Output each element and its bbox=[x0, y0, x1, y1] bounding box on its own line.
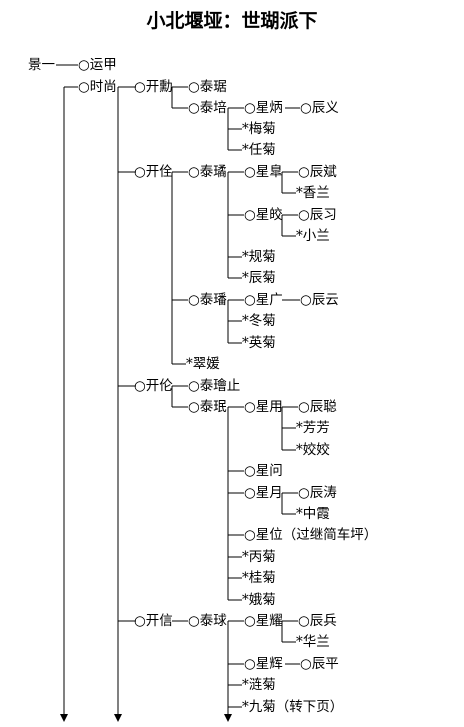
node-xianglan: *香兰 bbox=[296, 185, 330, 201]
node-xingwen: ○星问 bbox=[244, 463, 283, 479]
node-chentao: ○辰涛 bbox=[298, 485, 337, 501]
node-taizeng: ○泰璯止 bbox=[188, 378, 241, 394]
node-eju: *娥菊 bbox=[242, 592, 276, 608]
node-yingju: *英菊 bbox=[242, 335, 276, 351]
node-chenyun: ○辰云 bbox=[300, 292, 339, 308]
page-title: 小北堰垭：世瑚派下 bbox=[146, 10, 318, 32]
node-kaixin: ○开信 bbox=[134, 613, 173, 629]
node-lianju: *涟菊 bbox=[242, 677, 276, 693]
node-kaiquan: ○开佺 bbox=[134, 164, 173, 180]
node-cuiyuan: *翠媛 bbox=[186, 356, 220, 372]
node-jiaojiao: *姣姣 bbox=[296, 442, 330, 458]
node-xingguang: ○星广 bbox=[244, 292, 283, 308]
node-meiju: *梅菊 bbox=[242, 121, 276, 137]
node-bingju: *丙菊 bbox=[242, 549, 276, 565]
node-chenyi: ○辰义 bbox=[300, 100, 339, 116]
node-xingyao: ○星耀 bbox=[244, 613, 283, 629]
node-chenbing: ○辰兵 bbox=[298, 613, 337, 629]
node-xinghui: ○星辉 bbox=[244, 656, 283, 672]
node-taiqiong: ○泰璚 bbox=[188, 164, 227, 180]
node-taifan: ○泰璠 bbox=[188, 292, 227, 308]
node-xingwei: ○星位（过继简车坪） bbox=[244, 527, 378, 543]
node-taimin: ○泰珉 bbox=[188, 399, 227, 415]
node-xingjiao: ○星皎 bbox=[244, 207, 283, 223]
node-xingyong: ○星用 bbox=[244, 399, 283, 415]
node-yunjia: ○运甲 bbox=[78, 57, 117, 73]
node-hualan: *华兰 bbox=[296, 634, 330, 650]
node-xiaolan: *小兰 bbox=[296, 228, 330, 244]
node-taipei: ○泰培 bbox=[188, 100, 227, 116]
node-shishang: ○时尚 bbox=[78, 79, 117, 95]
node-chencong: ○辰聪 bbox=[298, 399, 337, 415]
node-renju: *任菊 bbox=[242, 142, 276, 158]
node-fangfang: *芳芳 bbox=[296, 420, 330, 436]
node-kaixun: ○开勳 bbox=[134, 79, 173, 95]
node-taiqiu: ○泰球 bbox=[188, 613, 227, 629]
node-taiju: ○泰琚 bbox=[188, 79, 227, 95]
node-xinggao: ○星臯 bbox=[244, 164, 283, 180]
node-chenping: ○辰平 bbox=[300, 656, 339, 672]
node-chenju: *辰菊 bbox=[242, 270, 276, 286]
node-kailun: ○开伦 bbox=[134, 378, 173, 394]
node-jing: 景一 bbox=[28, 57, 55, 73]
node-chenbin: ○辰斌 bbox=[298, 164, 337, 180]
node-zhongxia: *中霞 bbox=[296, 506, 330, 522]
node-xingyue: ○星月 bbox=[244, 485, 283, 501]
node-guiju: *规菊 bbox=[242, 249, 276, 265]
node-jiuju: *九菊（转下页） bbox=[242, 699, 344, 715]
node-chenxi: ○辰习 bbox=[298, 207, 337, 223]
node-dongju: *冬菊 bbox=[242, 313, 276, 329]
node-guiju2: *桂菊 bbox=[242, 570, 276, 586]
node-xingbing: ○星炳 bbox=[244, 100, 283, 116]
